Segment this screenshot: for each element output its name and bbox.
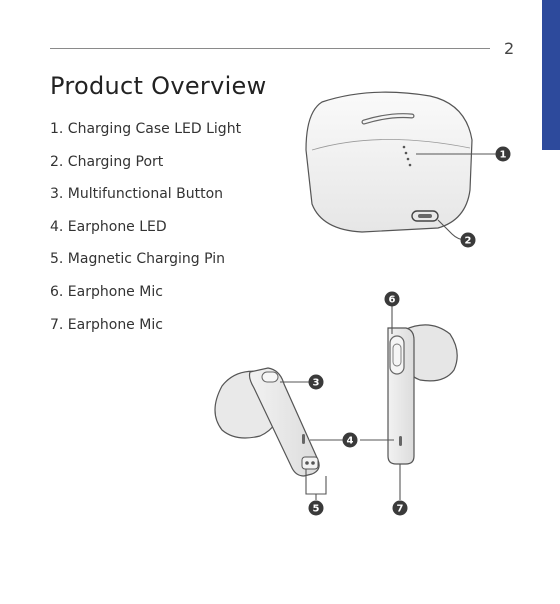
- svg-text:4: 4: [347, 436, 354, 447]
- magnetic-pin-icon: [302, 457, 318, 469]
- touch-pad-icon: [390, 336, 404, 374]
- charging-case-illustration: [306, 92, 472, 232]
- callout-marker-6: 6: [385, 292, 400, 307]
- charging-port-icon: [412, 211, 438, 221]
- svg-text:7: 7: [397, 504, 404, 515]
- svg-text:5: 5: [313, 504, 320, 515]
- svg-text:1: 1: [500, 150, 507, 161]
- callout-marker-3: 3: [309, 375, 324, 390]
- right-earbud-illustration: [388, 325, 457, 464]
- callout-marker-5: 5: [309, 501, 324, 516]
- svg-text:6: 6: [389, 295, 396, 306]
- left-earbud-illustration: [215, 368, 319, 476]
- right-earbud-led-icon: [399, 436, 402, 446]
- left-earbud-led-icon: [302, 434, 305, 444]
- multifunction-button-icon: [262, 372, 278, 382]
- callout-marker-4: 4: [343, 433, 358, 448]
- callout-marker-7: 7: [393, 501, 408, 516]
- svg-text:2: 2: [465, 236, 472, 247]
- callout-marker-2: 2: [461, 233, 476, 248]
- callout-marker-1: 1: [496, 147, 511, 162]
- svg-text:3: 3: [313, 378, 320, 389]
